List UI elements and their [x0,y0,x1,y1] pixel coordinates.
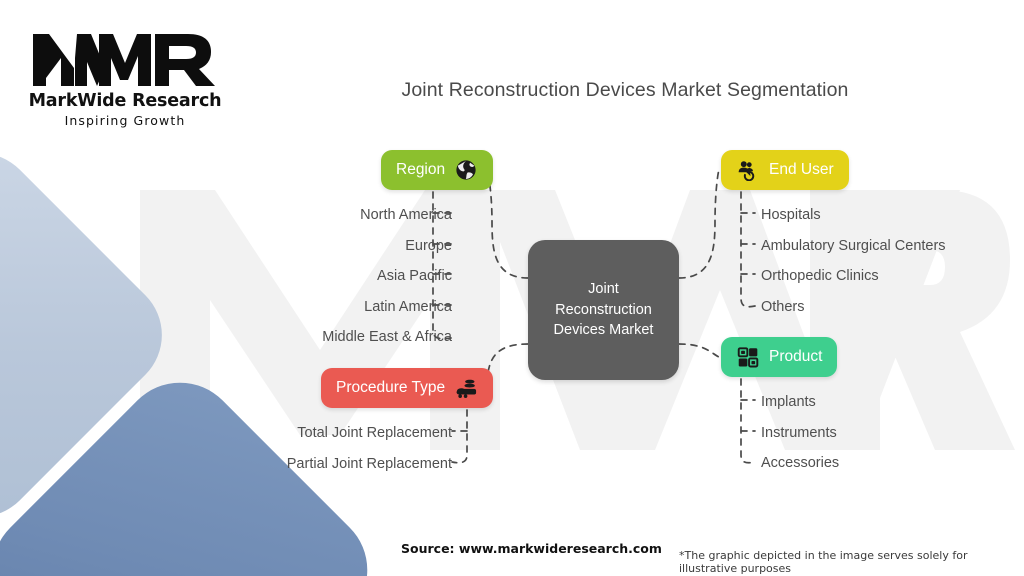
branch-badge-procedure-type[interactable]: Procedure Type [321,368,494,408]
list-item: Middle East & Africa [322,329,452,345]
connector-center-procedure [486,343,529,389]
list-item: Instruments [761,424,837,441]
list-item: Ambulatory Surgical Centers [761,237,946,254]
branch-badge-region[interactable]: Region [381,150,494,190]
brand-logo: MarkWide Research Inspiring Growth [25,28,225,128]
mwr-monogram-icon [33,34,215,86]
brand-tagline: Inspiring Growth [64,113,186,128]
branch-items-region: North America Europe Asia Pacific Latin … [180,200,452,353]
list-item: Latin America [364,298,452,315]
spine-region [432,191,452,340]
connector-center-product [678,343,720,358]
list-item: North America [360,207,452,223]
branch-label-procedure-type: Procedure Type [336,379,446,396]
users-icon [736,158,760,182]
list-item: Total Joint Replacement [297,425,452,441]
source-note: Source: www.markwideresearch.com [401,541,662,556]
globe-icon [454,158,478,182]
branch-badge-end-user[interactable]: End User [721,150,849,190]
page-title: Joint Reconstruction Devices Market Segm… [401,79,849,101]
list-item: Hospitals [761,207,821,223]
ticks-enduser [740,212,756,275]
brand-name: MarkWide Research [28,91,222,111]
spine-procedure [451,409,468,464]
connector-center-enduser [678,169,720,279]
spine-product [740,378,756,464]
connector-center-region [486,169,529,279]
branch-label-product: Product [769,348,823,365]
disclaimer-note: *The graphic depicted in the image serve… [679,549,968,575]
list-item: Implants [761,394,816,410]
branch-label-end-user: End User [769,161,834,178]
branch-items-end-user: Hospitals Ambulatory Surgical Centers Or… [761,200,1011,322]
list-item: Accessories [761,455,840,471]
surgery-icon [454,376,478,400]
list-item: Asia Pacific [377,268,452,284]
ticks-product [740,399,756,432]
branch-badge-product[interactable]: Product [721,337,838,377]
branch-items-procedure-type: Total Joint Replacement Partial Joint Re… [140,418,452,479]
list-item: Partial Joint Replacement [286,455,452,472]
spine-enduser [740,191,756,308]
list-item: Orthopedic Clinics [761,268,879,284]
branch-label-region: Region [396,161,446,178]
product-boxes-icon [736,345,760,369]
branch-items-product: Implants Instruments Accessories [761,387,961,479]
list-item: Others [761,298,805,315]
list-item: Europe [405,237,452,254]
